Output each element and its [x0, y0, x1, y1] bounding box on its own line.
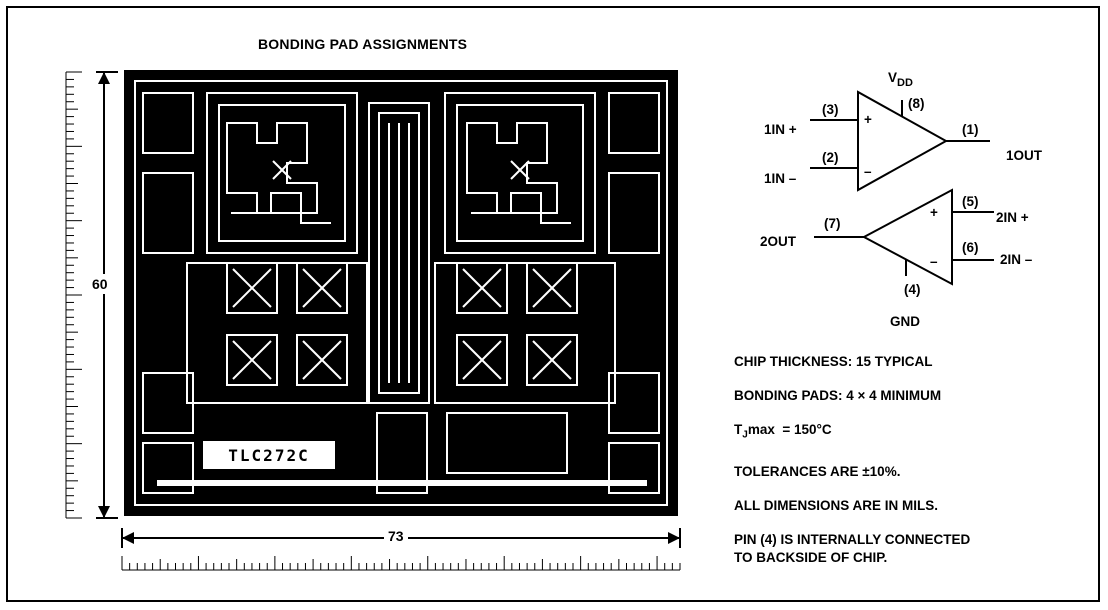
pin-8-label: (8): [908, 96, 925, 111]
in2-minus-label: 2IN –: [1000, 252, 1033, 267]
pin-5-label: (5): [962, 194, 979, 209]
spec-tj-max: TJmax = 150°C: [734, 422, 832, 441]
spec-pin4-line2: TO BACKSIDE OF CHIP.: [734, 550, 888, 565]
figure-frame: [6, 6, 1100, 602]
pin-2-label: (2): [822, 150, 839, 165]
gnd-label: GND: [890, 314, 920, 329]
width-dimension-label: 73: [384, 528, 408, 544]
op-amp-schematic: VDD (8) (3) (2) (1) 1IN + 1IN – 1OUT + –…: [760, 70, 1043, 329]
amp2-plus-sign: +: [930, 205, 938, 220]
in1-minus-label: 1IN –: [764, 171, 797, 186]
spec-chip-thickness: CHIP THICKNESS: 15 TYPICAL: [734, 354, 933, 369]
tj-value: max = 150°C: [747, 422, 832, 437]
pin-6-label: (6): [962, 240, 979, 255]
out2-label: 2OUT: [760, 234, 797, 249]
vdd-label: VDD: [888, 70, 913, 89]
chip-die-layout: TLC272C: [124, 70, 678, 516]
amp1-plus-sign: +: [864, 112, 872, 127]
in2-plus-label: 2IN +: [996, 210, 1029, 225]
spec-tolerances: TOLERANCES ARE ±10%.: [734, 464, 901, 479]
spec-pin4-line1: PIN (4) IS INTERNALLY CONNECTED: [734, 532, 971, 547]
pin-1-label: (1): [962, 122, 979, 137]
spec-units: ALL DIMENSIONS ARE IN MILS.: [734, 498, 939, 513]
height-dimension-label: 60: [92, 274, 108, 294]
figure-title: BONDING PAD ASSIGNMENTS: [258, 36, 468, 52]
amp2-minus-sign: –: [930, 254, 938, 269]
tj-subscript: J: [742, 429, 748, 441]
vertical-ruler: [65, 71, 118, 519]
pin-3-label: (3): [822, 102, 839, 117]
in1-plus-label: 1IN +: [764, 122, 797, 137]
tj-prefix: T: [734, 422, 743, 437]
spec-bonding-pads: BONDING PADS: 4 × 4 MINIMUM: [734, 388, 942, 403]
pin-4-label: (4): [904, 282, 921, 297]
amplifier-2-symbol: [861, 188, 953, 286]
pin-7-label: (7): [824, 216, 841, 231]
chip-layout-drawing: [134, 80, 668, 506]
amp1-minus-sign: –: [864, 164, 872, 179]
out1-label: 1OUT: [1006, 148, 1043, 163]
chip-marking: TLC272C: [201, 439, 337, 471]
